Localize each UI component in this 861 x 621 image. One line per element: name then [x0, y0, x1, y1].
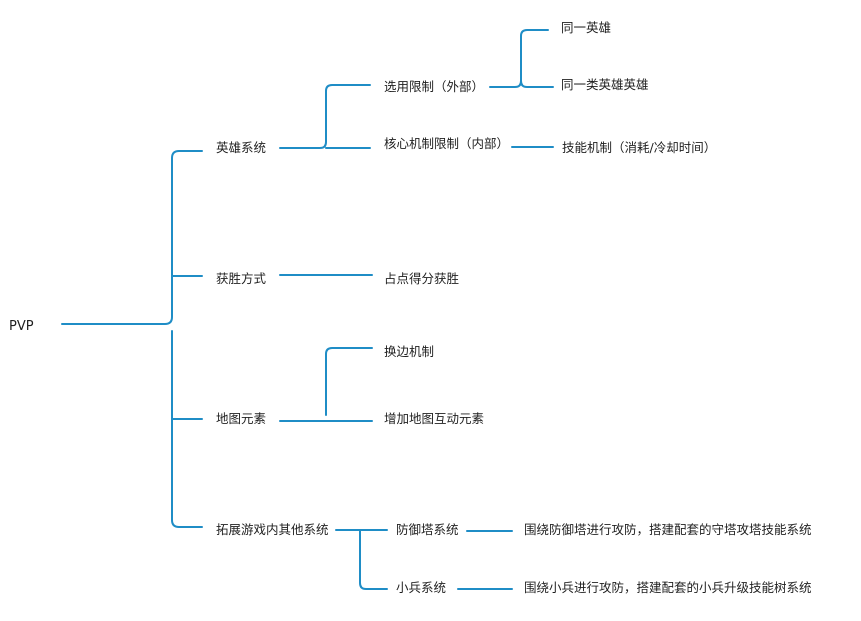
branch-victory-method[interactable]: 获胜方式 [216, 271, 267, 286]
node-same-hero[interactable]: 同一英雄 [561, 20, 612, 35]
branch-map-elements[interactable]: 地图元素 [216, 411, 267, 426]
connector-map-elements [279, 347, 373, 422]
connector-extended-systems [335, 529, 388, 590]
node-selection-limit[interactable]: 选用限制（外部） [384, 79, 485, 94]
node-tower-description[interactable]: 围绕防御塔进行攻防，搭建配套的守塔攻塔技能系统 [524, 522, 812, 537]
node-map-interaction[interactable]: 增加地图互动元素 [384, 411, 485, 426]
node-core-mechanic-limit[interactable]: 核心机制限制（内部） [384, 136, 510, 151]
node-minion-system[interactable]: 小兵系统 [396, 580, 447, 595]
root-node-pvp[interactable]: PVP [9, 319, 34, 334]
branch-hero-system[interactable]: 英雄系统 [216, 140, 267, 155]
branch-extended-systems[interactable]: 拓展游戏内其他系统 [216, 522, 329, 537]
node-side-switch[interactable]: 换边机制 [384, 344, 435, 359]
node-point-capture-victory[interactable]: 占点得分获胜 [384, 271, 460, 286]
connector-hero-system [279, 84, 371, 149]
connector-selection-limit [489, 29, 554, 88]
node-minion-description[interactable]: 围绕小兵进行攻防，搭建配套的小兵升级技能树系统 [524, 580, 812, 595]
connector-root-to-branches [61, 150, 203, 528]
node-tower-system[interactable]: 防御塔系统 [396, 522, 459, 537]
node-same-class-hero[interactable]: 同一类英雄英雄 [561, 77, 649, 92]
node-skill-mechanic[interactable]: 技能机制（消耗/冷却时间） [562, 140, 717, 155]
